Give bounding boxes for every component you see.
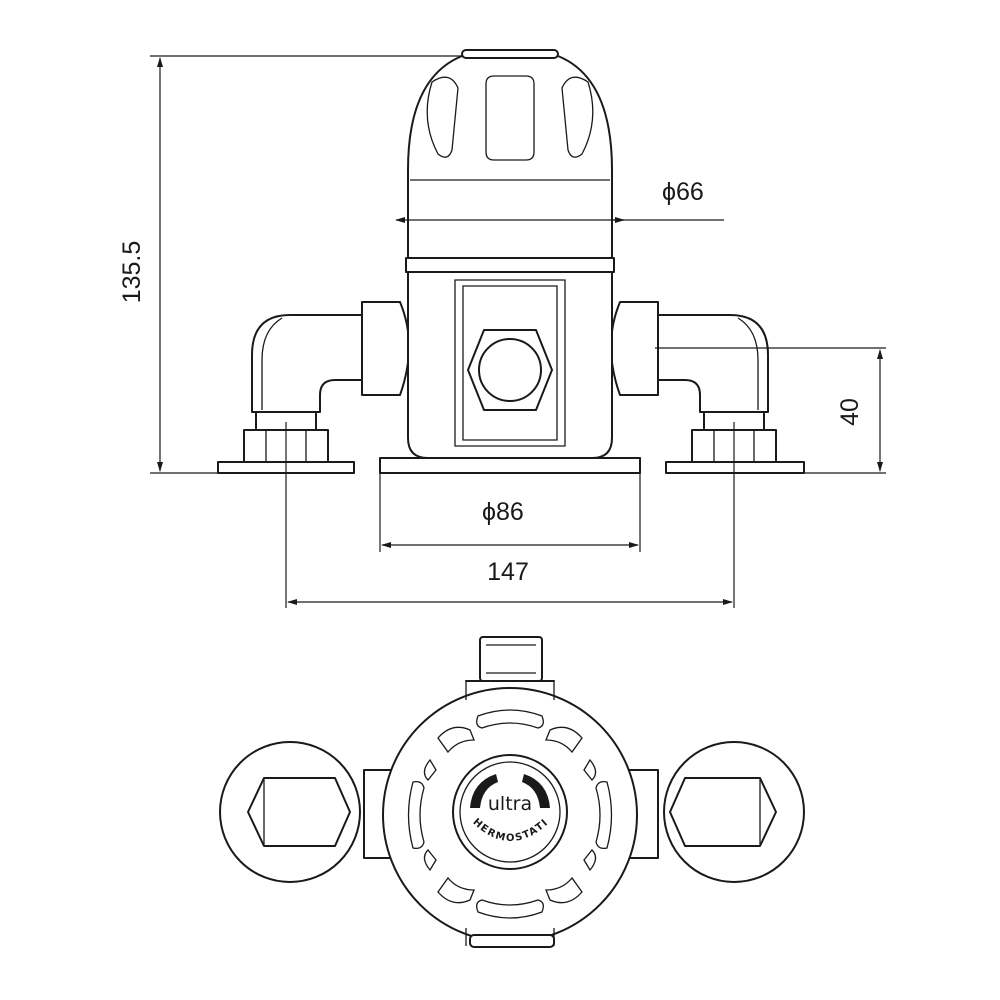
collar-ring [405,257,615,273]
dim-base-diameter: ϕ86 [482,498,524,526]
dim-outlet-height: 40 [836,398,864,426]
temperature-marker-right [522,774,550,808]
top-outlet-fitting [479,636,543,682]
dim-overall-height: 135.5 [118,241,146,304]
base-plate [379,457,641,474]
left-inlet-elbow [217,314,363,474]
dim-inlet-centres: 147 [487,558,529,586]
control-knob [407,49,613,259]
left-boss [361,301,410,396]
right-inlet-elbow [654,314,805,474]
dimension-lines [150,55,886,605]
right-boss [610,301,659,396]
dim-knob-diameter: ϕ66 [662,178,704,206]
grip-slots [407,709,613,919]
outlet-hex-fitting [467,329,553,411]
brand-logo-text: ultra [488,793,532,815]
front-elevation [217,49,805,608]
temperature-marker-left [470,774,498,808]
